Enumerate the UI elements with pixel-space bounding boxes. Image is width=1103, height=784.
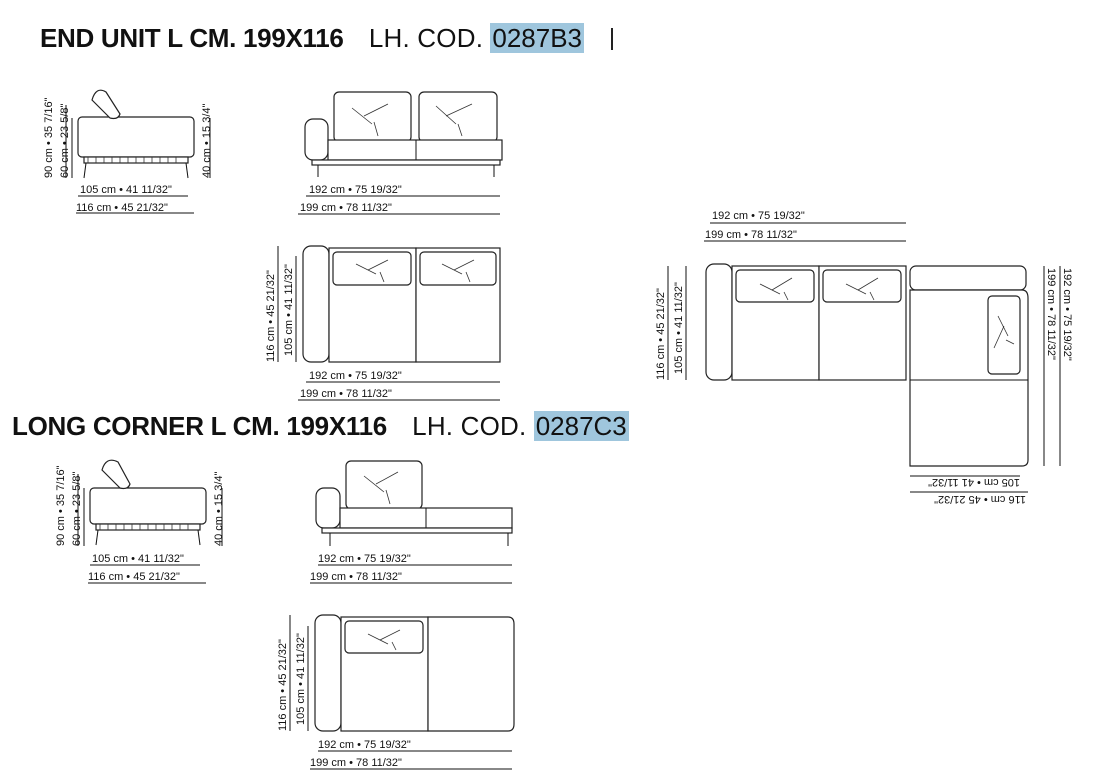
long-corner-code[interactable]: 0287C3 (533, 411, 629, 441)
long-corner-code-prefix: LH. COD. (412, 411, 527, 441)
long-corner-front-view (310, 460, 513, 584)
composition-left-depth-total: 116 cm • 45 21/32" (655, 288, 667, 380)
long-corner-side-height-leg: 40 cm • 15 3/4" (213, 471, 225, 546)
end-unit-title: END UNIT L CM. 199X116 (40, 23, 344, 53)
end-unit-top-depth-total: 116 cm • 45 21/32" (265, 270, 277, 362)
end-unit-front-view (298, 91, 503, 215)
composition-right-length-total: 199 cm • 78 11/32" (1045, 268, 1057, 360)
composition-bottom-depth-seat: 105 cm • 41 11/32" (928, 476, 1020, 488)
long-corner-side-view (77, 459, 223, 584)
long-corner-top-view (289, 614, 515, 770)
end-unit-side-height-total: 90 cm • 35 7/16" (43, 97, 55, 178)
end-unit-side-depth-total: 116 cm • 45 21/32" (76, 202, 168, 214)
long-corner-title: LONG CORNER L CM. 199X116 (12, 411, 387, 441)
long-corner-top-width-total: 199 cm • 78 11/32" (310, 757, 402, 769)
end-unit-heading: END UNIT L CM. 199X116 LH. COD. 0287B3 (40, 23, 614, 53)
long-corner-front-width-inner: 192 cm • 75 19/32" (318, 553, 411, 565)
long-corner-side-height-total: 90 cm • 35 7/16" (55, 465, 67, 546)
long-corner-top-width-inner: 192 cm • 75 19/32" (318, 739, 411, 751)
end-unit-top-depth-seat: 105 cm • 41 11/32" (283, 264, 295, 356)
end-unit-side-height-leg: 40 cm • 15 3/4" (201, 103, 213, 178)
end-unit-code-prefix: LH. COD. (368, 23, 484, 53)
end-unit-side-view (65, 89, 211, 214)
composition-left-depth-seat: 105 cm • 41 11/32" (673, 282, 685, 374)
end-unit-top-width-total: 199 cm • 78 11/32" (300, 388, 392, 400)
end-unit-front-width-total: 199 cm • 78 11/32" (300, 202, 392, 214)
end-unit-top-view (277, 245, 501, 401)
end-unit-side-height-seat: 60 cm • 23 5/8" (59, 103, 71, 178)
long-corner-side-depth-total: 116 cm • 45 21/32" (88, 571, 180, 583)
long-corner-side-height-seat: 60 cm • 23 5/8" (71, 471, 83, 546)
end-unit-top-width-inner: 192 cm • 75 19/32" (309, 370, 402, 382)
long-corner-heading: LONG CORNER L CM. 199X116 LH. COD. 0287C… (12, 411, 629, 441)
long-corner-top-depth-total: 116 cm • 45 21/32" (277, 639, 289, 731)
composition-top-view (667, 222, 1061, 493)
end-unit-front-width-inner: 192 cm • 75 19/32" (309, 184, 402, 196)
end-unit-side-depth-seat: 105 cm • 41 11/32" (80, 184, 172, 196)
composition-right-length-inner: 192 cm • 75 19/32" (1061, 268, 1073, 361)
long-corner-top-depth-seat: 105 cm • 41 11/32" (295, 633, 307, 725)
text-cursor (611, 28, 614, 50)
composition-top-width-total: 199 cm • 78 11/32" (705, 229, 797, 241)
composition-bottom-depth-total: 116 cm • 45 21/32" (934, 493, 1026, 505)
long-corner-front-width-total: 199 cm • 78 11/32" (310, 571, 402, 583)
end-unit-code[interactable]: 0287B3 (490, 23, 585, 53)
long-corner-side-depth-seat: 105 cm • 41 11/32" (92, 553, 184, 565)
composition-top-width-inner: 192 cm • 75 19/32" (712, 210, 805, 222)
